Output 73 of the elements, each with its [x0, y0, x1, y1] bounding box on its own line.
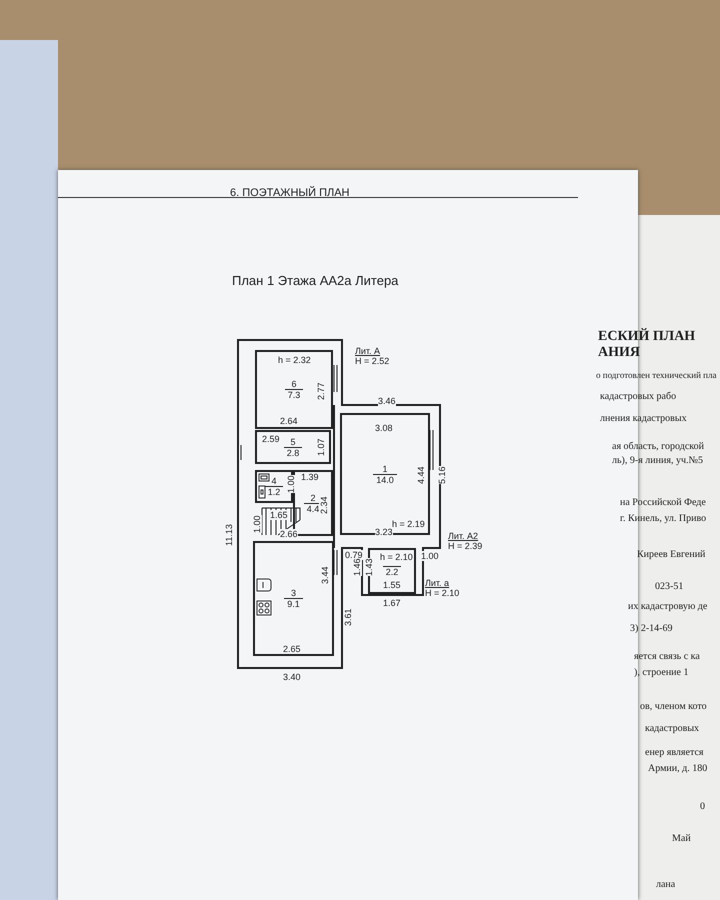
- dimension-label: 3.61: [343, 608, 353, 626]
- document-text: лана: [656, 878, 676, 892]
- document-text: Киреев Евгений: [637, 548, 706, 562]
- document-text: о подготовлен технический пла: [596, 369, 716, 382]
- dimension-label: 1.55: [383, 580, 401, 590]
- document-text: кадастровых: [645, 722, 700, 736]
- document-text: Армии, д. 180: [648, 762, 708, 776]
- room-area: 7.3: [284, 389, 304, 400]
- dimension-label: 3.46: [378, 396, 396, 406]
- document-text: их кадастровую де: [628, 600, 708, 614]
- section-label: Лит. А: [355, 346, 380, 356]
- room-area: 9.1: [284, 598, 303, 609]
- dimension-label: 1.65: [270, 510, 288, 520]
- document-heading: ЕСКИЙ ПЛАН: [598, 330, 696, 344]
- room-number: 6: [291, 379, 296, 389]
- dimension-label: 1.43: [364, 558, 374, 576]
- dimension-label: 2.77: [316, 382, 326, 400]
- dimension-label: 3.44: [320, 566, 330, 584]
- document-text: на Российской Феде: [620, 496, 706, 510]
- room-number: 3: [290, 588, 296, 598]
- room-area: 1.2: [264, 486, 284, 497]
- room-number: 4: [271, 476, 276, 486]
- dimension-label: 1.67: [383, 598, 401, 608]
- document-text: лнения кадастровых: [600, 412, 687, 426]
- dimension-label: 1.46: [352, 558, 362, 576]
- height-label: H = 2.52: [355, 356, 390, 366]
- document-text: кадастровых рабо: [600, 390, 676, 404]
- room-number: 2: [310, 492, 316, 502]
- document-text: ая область, городской: [612, 440, 704, 454]
- dimension-label: 1.00: [286, 475, 296, 493]
- dimension-label: 3.08: [375, 423, 393, 433]
- height-label: h = 2.19: [392, 519, 425, 529]
- dimension-label: 3.40: [283, 672, 301, 682]
- document-text: 3) 2-14-69: [630, 622, 672, 636]
- dimension-label: 1.00: [421, 551, 439, 561]
- dimension-label: 0.79: [345, 550, 363, 560]
- document-text: енер является: [645, 746, 704, 760]
- dimension-label: 11.13: [224, 524, 234, 546]
- dimension-label: 1.07: [316, 438, 326, 456]
- document-text: яется связь с ка: [634, 650, 700, 664]
- plan-title: План 1 Этажа АА2а Литера: [232, 276, 398, 286]
- room-number: 1: [382, 464, 388, 474]
- room-outline: [253, 541, 334, 656]
- dimension-label: 3.23: [375, 527, 393, 537]
- dimension-label: 1.39: [301, 472, 319, 482]
- dimension-label: 2.66: [280, 529, 298, 539]
- dimension-label: 1.00: [252, 515, 262, 533]
- height-label: h = 2.10: [380, 552, 413, 562]
- section-label: Лит. А2: [448, 531, 478, 541]
- height-label: H = 2.10: [425, 588, 460, 598]
- document-text: ), строение 1: [634, 666, 688, 680]
- dimension-label: 2.59: [262, 434, 280, 444]
- page-heading: 6. ПОЭТАЖНЫЙ ПЛАН: [230, 187, 350, 199]
- height-label: H = 2.39: [448, 541, 482, 551]
- section-label: Лит. а: [425, 578, 450, 588]
- dimension-label: 4.44: [416, 466, 426, 484]
- room-area: 14.0: [373, 474, 397, 484]
- room-number: 5: [290, 436, 296, 446]
- room-area: 2.8: [284, 446, 302, 458]
- dimension-label: 2.65: [283, 644, 301, 654]
- room-area: 2.2: [382, 566, 402, 576]
- room-outline: [255, 350, 333, 429]
- document-heading: АНИЯ: [598, 346, 640, 360]
- document-text: ль), 9-я линия, уч.№5: [612, 454, 704, 468]
- height-label: h = 2.32: [278, 355, 311, 365]
- dimension-label: 5.16: [437, 466, 447, 484]
- dimension-label: 2.34: [319, 496, 329, 514]
- document-text: Май: [672, 832, 691, 846]
- dimension-label: 2.64: [280, 416, 298, 426]
- document-text: 0: [700, 800, 705, 814]
- document-text: г. Кинель, ул. Приво: [620, 512, 706, 526]
- document-text: ов, членом кото: [640, 700, 707, 714]
- document-text: 023-51: [655, 580, 684, 594]
